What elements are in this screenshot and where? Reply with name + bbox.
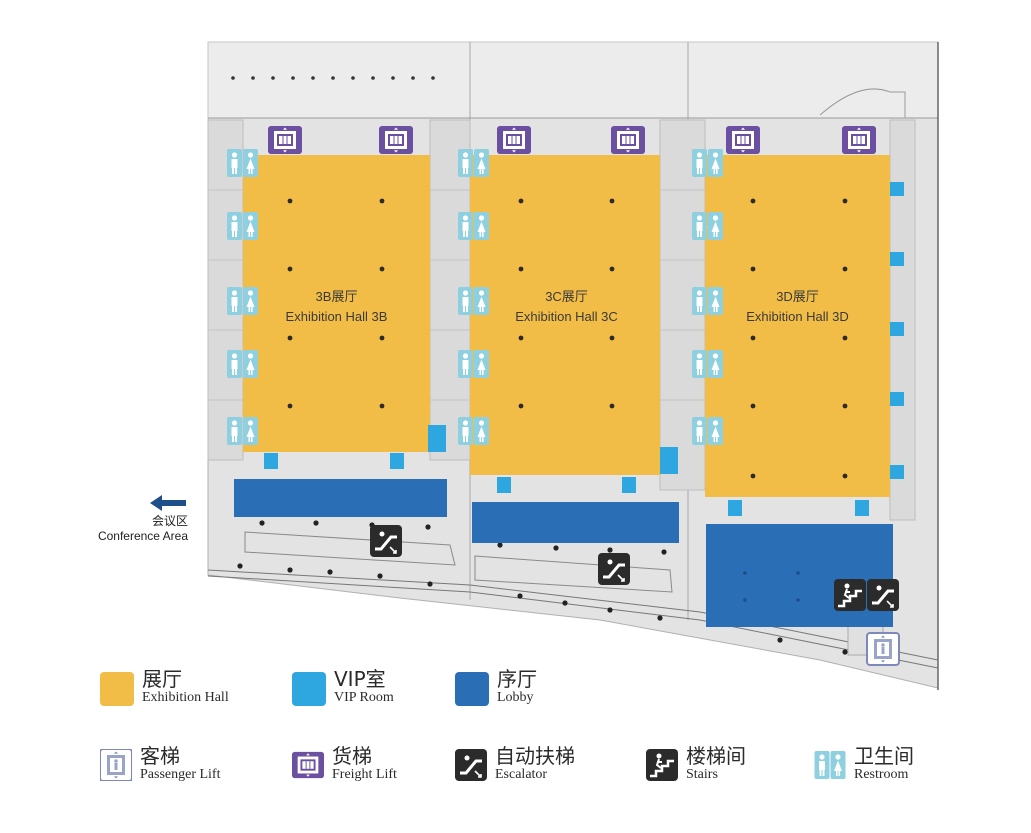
legend-escalator-zh: 自动扶梯 (495, 744, 575, 768)
legend-vip-room: VIP室 VIP Room (292, 668, 394, 706)
hall-3d-name-en: Exhibition Hall 3D (746, 309, 849, 324)
legend-freight-zh: 货梯 (332, 744, 372, 768)
legend-vip-swatch (292, 672, 326, 706)
legend-restroom: 卫生间 Restroom (814, 745, 914, 783)
hall-3c-area[interactable] (470, 155, 660, 475)
escalator-icon (865, 577, 901, 613)
passenger-lift-icon (100, 749, 132, 781)
legend-lobby-en: Lobby (497, 690, 534, 705)
escalator-icon (368, 523, 404, 559)
column-markers (287, 198, 848, 479)
legend-exhibition-en: Exhibition Hall (142, 690, 229, 705)
legend-lobby-zh: 序厅 (497, 667, 537, 691)
escalator-icon (596, 551, 632, 587)
passenger-lift-icon (866, 632, 900, 666)
legend-restroom-zh: 卫生间 (854, 744, 914, 768)
legend-lobby-swatch (455, 672, 489, 706)
hall-3d-area[interactable] (705, 155, 890, 497)
legend-stairs-zh: 楼梯间 (686, 744, 746, 768)
hall-3d-name-zh: 3D展厅 (776, 289, 819, 304)
hall-3b-area[interactable] (243, 155, 430, 452)
lobby-3d[interactable] (706, 524, 893, 627)
legend-freight-lift: 货梯 Freight Lift (292, 745, 397, 783)
legend-passenger-lift: 客梯 Passenger Lift (100, 745, 220, 783)
conference-area-label[interactable]: 会议区 Conference Area (60, 514, 188, 544)
legend-escalator: 自动扶梯 Escalator (455, 745, 575, 783)
lobby-3b[interactable] (234, 479, 447, 517)
legend-vip-zh: VIP室 (334, 667, 386, 691)
legend-passenger-en: Passenger Lift (140, 767, 221, 782)
legend-exhibition-swatch (100, 672, 134, 706)
restroom-icon (814, 749, 846, 781)
vip-rooms (264, 182, 904, 516)
arrow-left-icon (150, 495, 186, 511)
legend-stairs-en: Stairs (686, 767, 718, 782)
hall-3b-label: 3B展厅 Exhibition Hall 3B (263, 287, 410, 327)
legend-freight-en: Freight Lift (332, 767, 397, 782)
conference-en: Conference Area (97, 529, 188, 543)
legend-restroom-en: Restroom (854, 767, 909, 782)
legend-lobby: 序厅 Lobby (455, 668, 537, 706)
freight-lift-icon (292, 749, 324, 781)
escalator-icon (455, 749, 487, 781)
stairs-icon (646, 749, 678, 781)
hall-3b-name-en: Exhibition Hall 3B (285, 309, 388, 324)
hall-3b-name-zh: 3B展厅 (315, 289, 358, 304)
legend-exhibition-hall: 展厅 Exhibition Hall (100, 668, 229, 706)
legend-exhibition-zh: 展厅 (142, 667, 182, 691)
legend-passenger-zh: 客梯 (140, 744, 180, 768)
conference-zh: 会议区 (151, 514, 188, 528)
legend-stairs: 楼梯间 Stairs (646, 745, 746, 783)
hall-3c-name-en: Exhibition Hall 3C (515, 309, 618, 324)
hall-3c-label: 3C展厅 Exhibition Hall 3C (493, 287, 640, 327)
legend-vip-en: VIP Room (334, 690, 394, 705)
legend-escalator-en: Escalator (495, 767, 548, 782)
lobby-3c[interactable] (472, 502, 679, 543)
hall-3d-label: 3D展厅 Exhibition Hall 3D (724, 287, 871, 327)
stairs-icon (832, 577, 868, 613)
hall-3c-name-zh: 3C展厅 (545, 289, 588, 304)
